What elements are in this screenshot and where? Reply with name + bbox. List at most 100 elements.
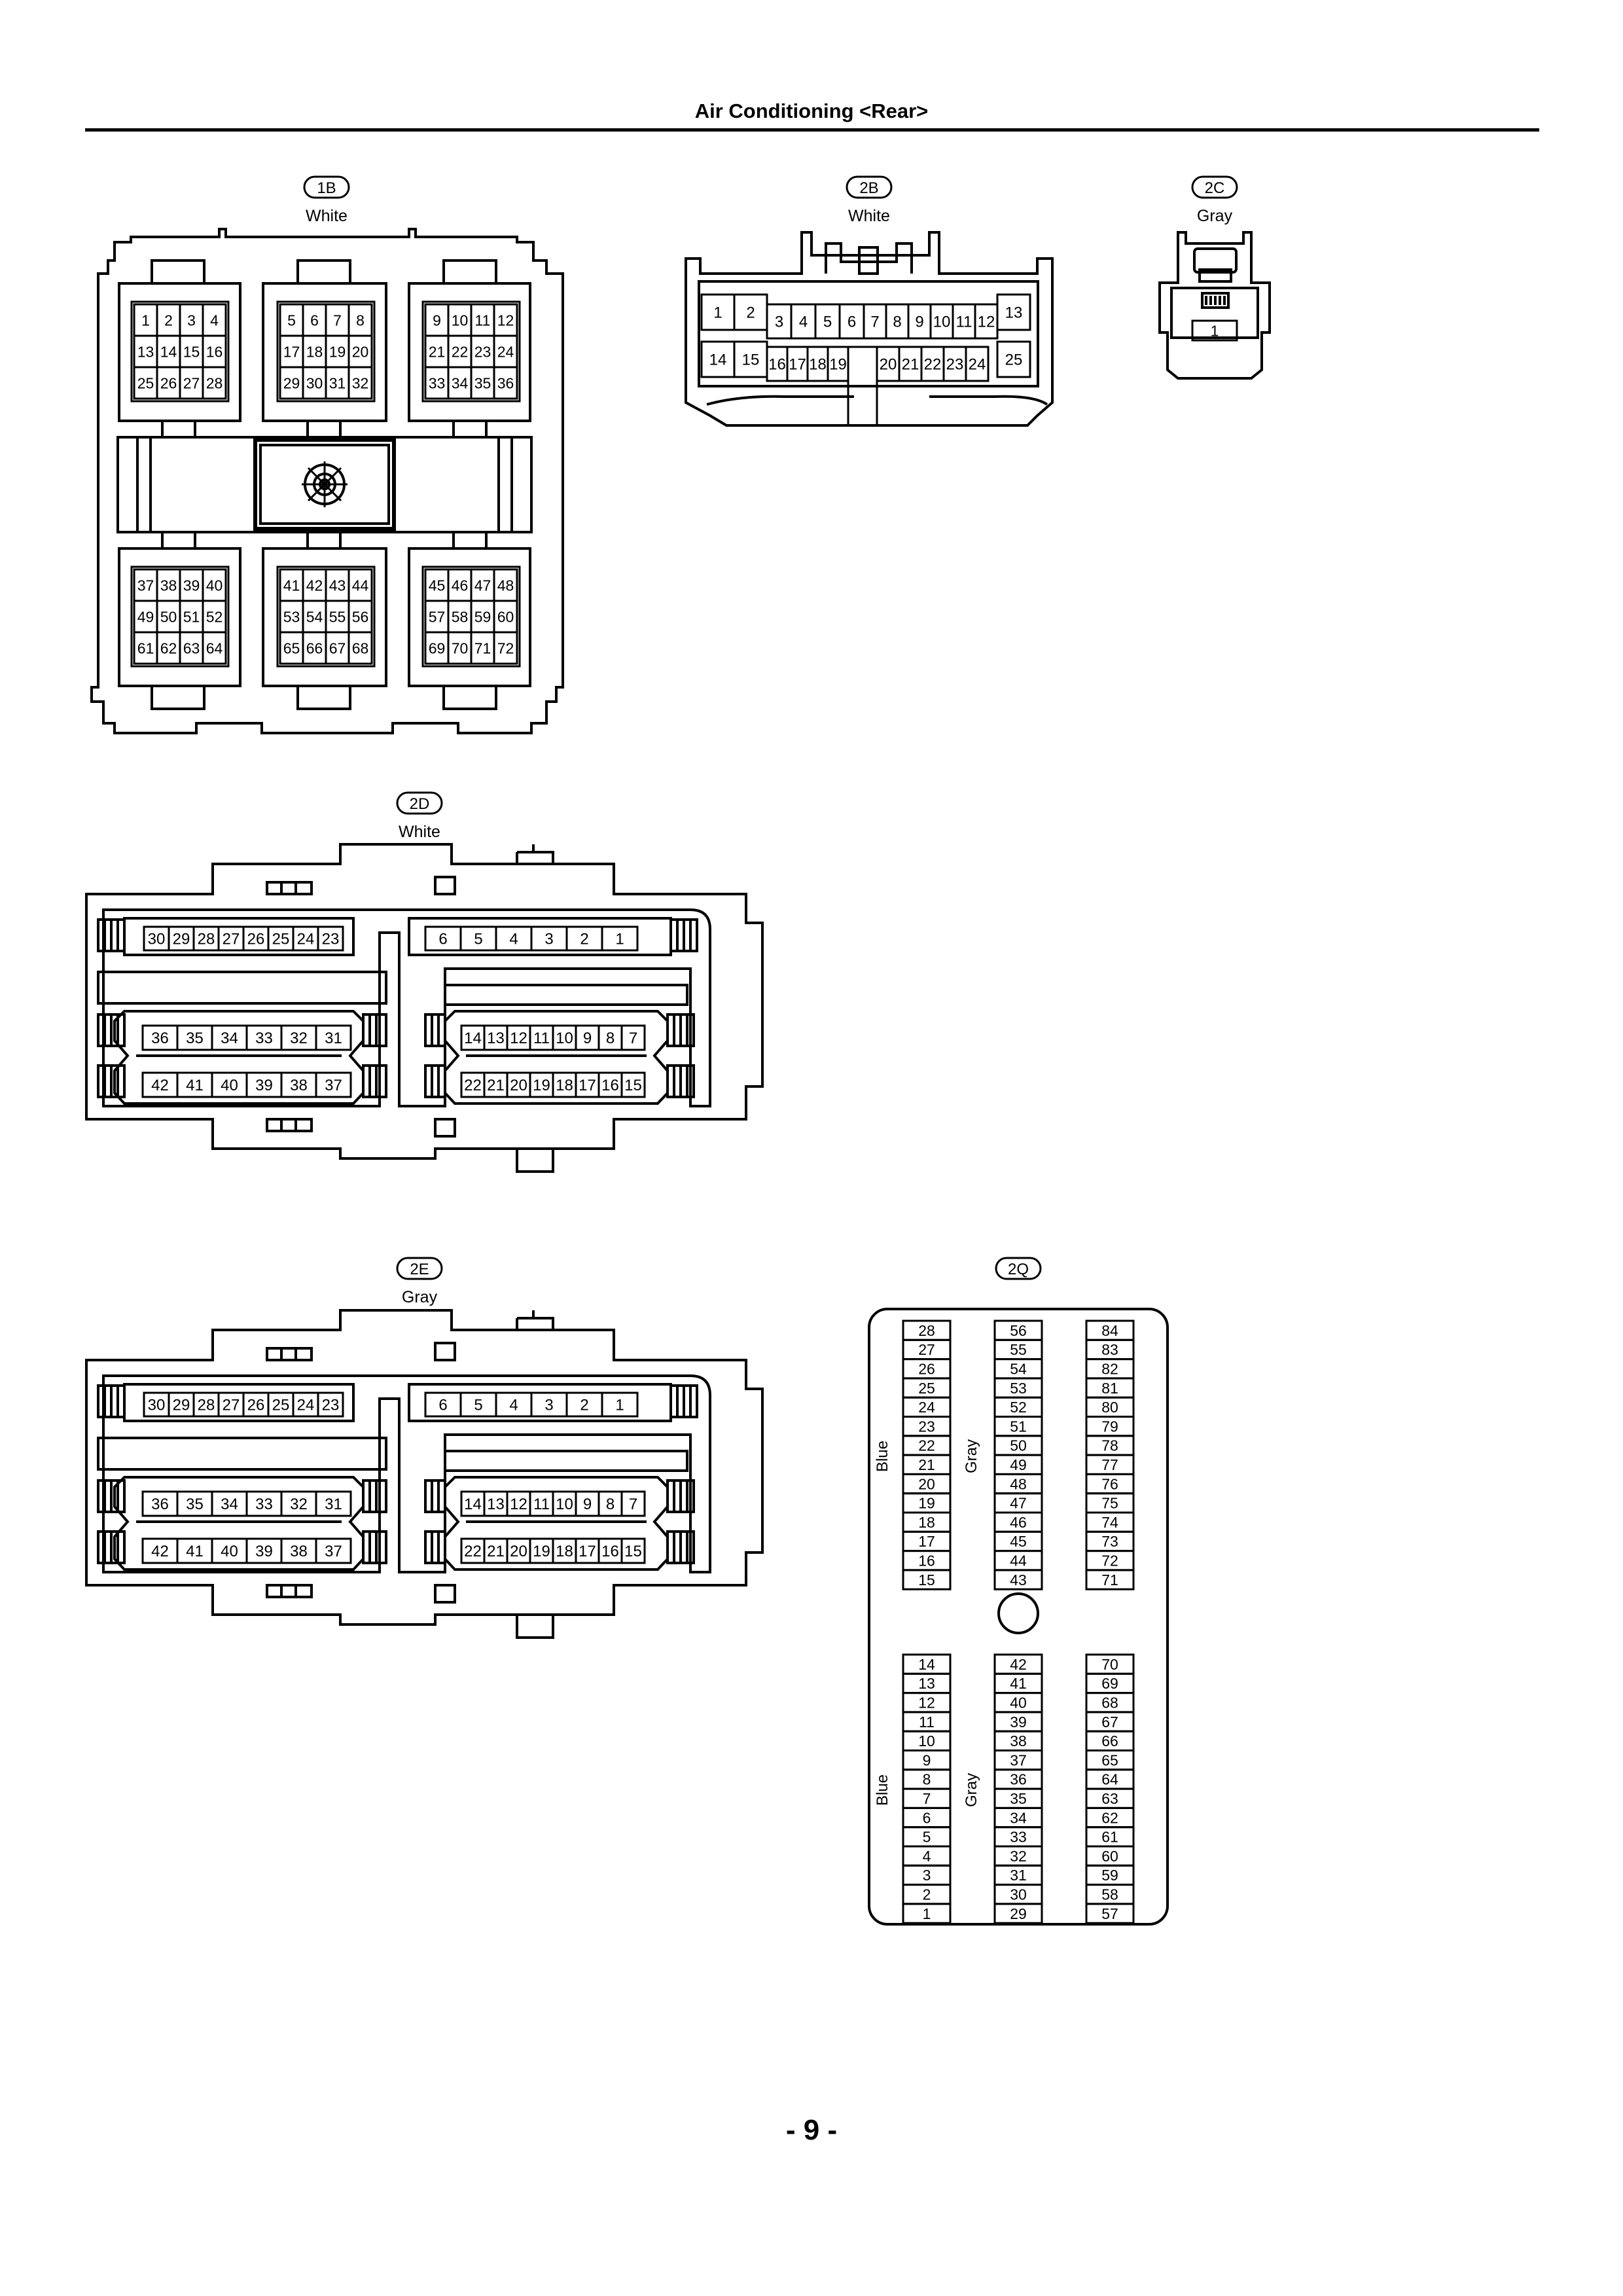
- pin-2D-24-label: 24: [297, 931, 315, 948]
- pin-2B-12-label: 12: [978, 314, 995, 331]
- pin-2D-26-label: 26: [247, 931, 265, 948]
- pin-1B-72-cell: [493, 631, 518, 665]
- pin-2E-37-cell: [315, 1537, 352, 1564]
- pin-2Q-72-label: 72: [1101, 1552, 1118, 1570]
- pin-2B-24-label: 24: [969, 356, 986, 374]
- pin-2B-19-label: 19: [829, 356, 847, 374]
- pin-1B-26-label: 26: [160, 374, 177, 391]
- group-label-gray: Gray: [963, 1439, 980, 1473]
- pin-2Q-59-label: 59: [1101, 1867, 1118, 1884]
- pin-2Q-78-label: 78: [1101, 1437, 1118, 1454]
- pin-1B-41-label: 41: [283, 577, 300, 594]
- pin-2Q-37-label: 37: [1010, 1751, 1027, 1768]
- connector-2B-housing: [685, 231, 1054, 427]
- pin-2Q-15-cell: [902, 1569, 952, 1590]
- pin-2E-30-label: 30: [148, 1397, 166, 1414]
- pin-2E-34-label: 34: [221, 1496, 238, 1513]
- pin-2Q-22-label: 22: [918, 1437, 935, 1454]
- pin-2B-18-label: 18: [809, 356, 827, 374]
- pin-2D-36-label: 36: [151, 1030, 169, 1047]
- pin-1B-69-label: 69: [429, 639, 446, 656]
- pin-2E-28-label: 28: [198, 1397, 215, 1414]
- pin-2C-1-label: 1: [1211, 322, 1219, 339]
- pin-2Q-44-label: 44: [1010, 1552, 1027, 1570]
- pin-1B-33-label: 33: [429, 374, 446, 391]
- pin-1B-36-label: 36: [497, 374, 514, 391]
- connector-2C-badge: [1191, 175, 1238, 199]
- pin-2Q-71-label: 71: [1101, 1571, 1118, 1588]
- pin-2Q-39-label: 39: [1010, 1713, 1027, 1731]
- pin-2D-14-label: 14: [464, 1030, 482, 1047]
- pin-2B-8-label: 8: [893, 314, 901, 331]
- pin-2Q-16-label: 16: [918, 1552, 935, 1570]
- pin-2D-10-label: 10: [556, 1030, 573, 1047]
- pin-2D-35-label: 35: [186, 1030, 204, 1047]
- pin-2E-32-label: 32: [290, 1496, 308, 1513]
- connector-2B-color: White: [848, 207, 890, 225]
- pin-1B-31-label: 31: [329, 374, 346, 391]
- connector-2C-pins: 1: [1191, 319, 1238, 342]
- pin-1B-2-label: 2: [164, 312, 173, 329]
- pin-2E-23-label: 23: [322, 1397, 340, 1414]
- pin-2Q-79-label: 79: [1101, 1418, 1118, 1435]
- pin-2D-25-label: 25: [272, 931, 290, 948]
- pin-2D-5-label: 5: [474, 931, 482, 948]
- pin-2E-36-label: 36: [151, 1496, 169, 1513]
- pin-1B-52-label: 52: [206, 608, 223, 625]
- pin-block-frame: [130, 300, 230, 403]
- pin-2D-3-label: 3: [544, 931, 553, 948]
- connector-2B-badge: [846, 175, 893, 199]
- pin-2Q-77-label: 77: [1101, 1456, 1118, 1473]
- group-label-blue: Blue: [874, 1441, 891, 1472]
- key-slot: [847, 346, 878, 427]
- pin-2B-15-label: 15: [742, 351, 760, 369]
- pin-2D-7-label: 7: [629, 1030, 637, 1047]
- pin-2D-23-cell: [317, 925, 344, 952]
- pin-2Q-26-label: 26: [918, 1361, 935, 1378]
- pin-2B-13-cell: [996, 293, 1031, 331]
- pin-2Q-2-label: 2: [923, 1886, 931, 1903]
- pin-2Q-43-label: 43: [1010, 1571, 1027, 1588]
- pin-2D-4-label: 4: [509, 931, 518, 948]
- pin-2D-18-label: 18: [556, 1077, 573, 1094]
- pin-2D-15-cell: [620, 1071, 646, 1098]
- pin-1B-53-label: 53: [283, 608, 300, 625]
- connector-2E-badge: [396, 1257, 443, 1280]
- pin-2E-14-label: 14: [464, 1496, 482, 1513]
- connector-2Q-id: 2Q: [1008, 1261, 1029, 1278]
- pin-1B-14-label: 14: [160, 343, 177, 360]
- pin-2Q-49-label: 49: [1010, 1456, 1027, 1473]
- pin-2E-15-label: 15: [624, 1543, 642, 1560]
- pin-2E-27-label: 27: [223, 1397, 240, 1414]
- pin-1B-27-label: 27: [183, 374, 200, 391]
- connector-2Q-key: [997, 1592, 1039, 1634]
- pin-2D-21-label: 21: [487, 1077, 505, 1094]
- pin-1B-64-label: 64: [206, 639, 223, 656]
- pin-2B-5-label: 5: [823, 314, 832, 331]
- pin-2Q-18-label: 18: [918, 1514, 935, 1531]
- pin-block-frame: [276, 565, 376, 668]
- pin-2B-10-label: 10: [933, 314, 951, 331]
- pin-2E-17-label: 17: [579, 1543, 596, 1560]
- pin-2Q-45-label: 45: [1010, 1533, 1027, 1550]
- pin-2B-21-label: 21: [902, 356, 919, 374]
- pin-2Q-82-label: 82: [1101, 1361, 1118, 1378]
- connector-2D-id: 2D: [410, 795, 430, 813]
- pin-1B-63-label: 63: [183, 639, 200, 656]
- pin-2D-42-label: 42: [151, 1077, 169, 1094]
- group-label-blue: Blue: [874, 1774, 891, 1806]
- pin-2Q-33-label: 33: [1010, 1829, 1027, 1846]
- pin-1B-20-label: 20: [352, 343, 369, 360]
- pin-2E-7-cell: [620, 1490, 646, 1517]
- pin-1B-11-label: 11: [475, 312, 491, 329]
- pin-1B-38-label: 38: [160, 577, 177, 594]
- pin-2D-34-label: 34: [221, 1030, 238, 1047]
- pin-2Q-65-label: 65: [1101, 1751, 1118, 1768]
- pin-2Q-62-label: 62: [1101, 1809, 1118, 1826]
- pin-1B-7-label: 7: [333, 312, 342, 329]
- pin-1B-66-label: 66: [306, 639, 323, 656]
- pin-1B-35-label: 35: [474, 374, 491, 391]
- pin-2E-7-label: 7: [629, 1496, 637, 1513]
